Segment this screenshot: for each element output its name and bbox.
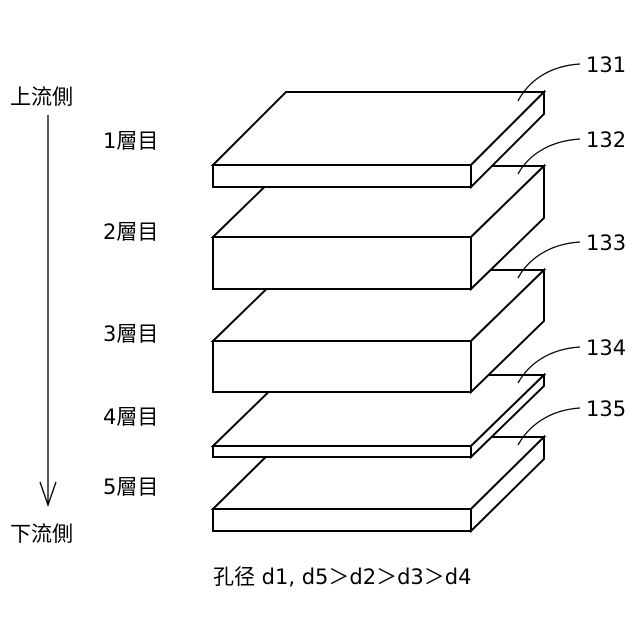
ref-number-133: 133	[586, 231, 626, 255]
layer-label-2: 2層目	[103, 220, 158, 244]
ref-number-132: 132	[586, 128, 626, 152]
layer-label-5: 5層目	[103, 475, 158, 499]
layer-label-4: 4層目	[103, 405, 158, 429]
layer-label-3: 3層目	[103, 322, 158, 346]
downstream-label: 下流側	[10, 522, 73, 546]
ref-number-134: 134	[586, 336, 626, 360]
layer-label-1: 1層目	[103, 129, 158, 153]
ref-number-135: 135	[586, 397, 626, 421]
pore-size-caption: 孔径 d1, d5＞d2＞d3＞d4	[213, 565, 471, 589]
ref-number-131: 131	[586, 53, 626, 77]
upstream-label: 上流側	[10, 85, 73, 109]
